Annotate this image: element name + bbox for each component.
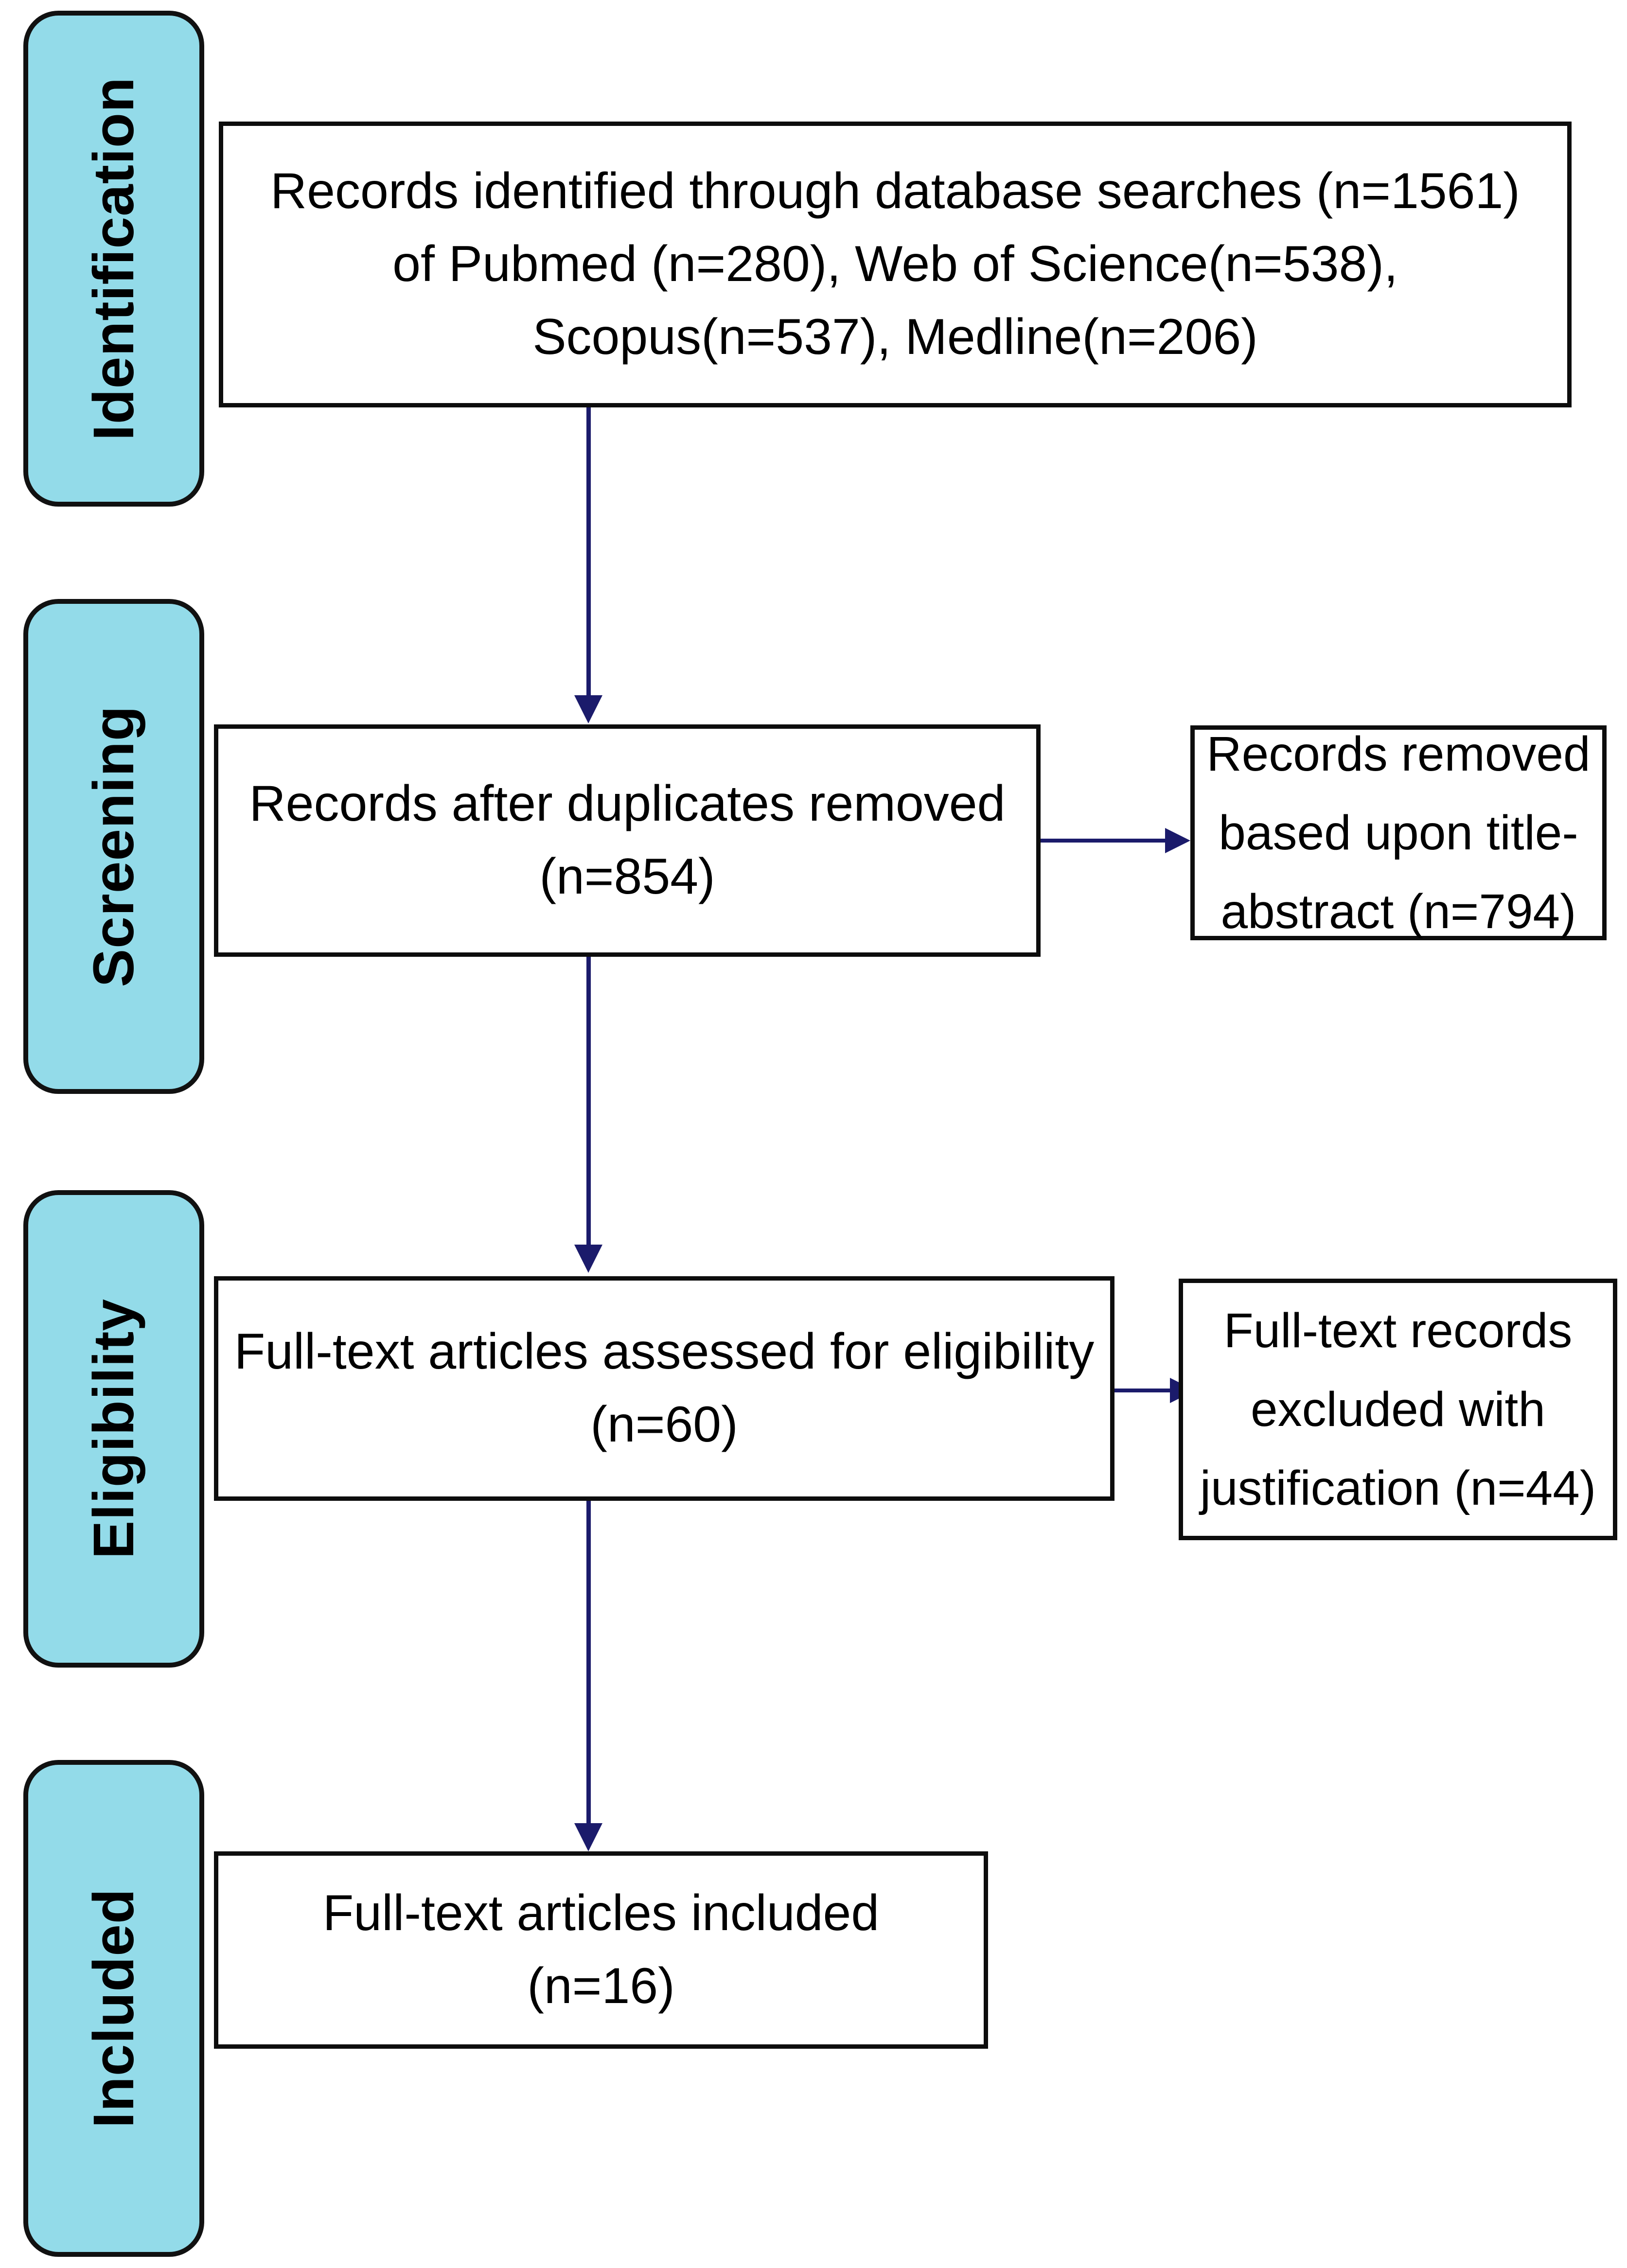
- connector-screening-to-eligibility: [586, 957, 591, 1248]
- box-full-text-assessed-line-1: Full-text articles assessed for eligibil…: [234, 1323, 1095, 1380]
- box-records-after-duplicates[interactable]: Records after duplicates removed (n=854): [214, 724, 1041, 957]
- arrow-eligibility-to-included: [574, 1823, 602, 1851]
- stage-tab-eligibility-label: Eligibility: [82, 1299, 146, 1559]
- box-full-text-included[interactable]: Full-text articles included (n=16): [214, 1851, 988, 2049]
- connector-screening-to-removed: [1041, 839, 1167, 843]
- box-full-text-excluded-line-3: justification (n=44): [1200, 1461, 1596, 1515]
- box-records-identified-line-1: Records identified through database sear…: [270, 163, 1520, 220]
- arrow-screening-to-eligibility: [574, 1245, 602, 1273]
- stage-tab-eligibility[interactable]: Eligibility: [23, 1190, 204, 1668]
- box-full-text-excluded[interactable]: Full-text records excluded with justific…: [1179, 1279, 1617, 1540]
- arrow-screening-to-removed: [1165, 828, 1190, 853]
- box-records-identified-line-3: Scopus(n=537), Medline(n=206): [532, 308, 1258, 365]
- box-records-removed-line-3: abstract (n=794): [1220, 884, 1576, 939]
- stage-tab-identification[interactable]: Identification: [23, 11, 204, 507]
- stage-tab-included-label: Included: [82, 1888, 146, 2128]
- box-records-after-duplicates-line-1: Records after duplicates removed: [249, 775, 1006, 832]
- connector-eligibility-to-included: [586, 1501, 591, 1827]
- stage-tab-identification-label: Identification: [82, 76, 146, 441]
- box-records-after-duplicates-line-2: (n=854): [539, 848, 715, 905]
- box-full-text-excluded-line-2: excluded with: [1251, 1382, 1545, 1437]
- stage-tab-screening[interactable]: Screening: [23, 599, 204, 1094]
- box-records-removed-title-abstract[interactable]: Records removed based upon title- abstra…: [1190, 725, 1607, 940]
- stage-tab-screening-label: Screening: [82, 705, 146, 987]
- connector-identification-to-screening: [586, 407, 591, 699]
- box-full-text-assessed[interactable]: Full-text articles assessed for eligibil…: [214, 1276, 1114, 1501]
- box-records-identified-line-2: of Pubmed (n=280), Web of Science(n=538)…: [392, 236, 1398, 293]
- connector-eligibility-to-excluded: [1114, 1389, 1172, 1392]
- box-full-text-included-line-2: (n=16): [527, 1958, 675, 2014]
- box-full-text-assessed-line-2: (n=60): [590, 1396, 738, 1453]
- stage-tab-included[interactable]: Included: [23, 1760, 204, 2257]
- arrow-identification-to-screening: [574, 695, 602, 723]
- box-records-removed-line-2: based upon title-: [1219, 806, 1578, 860]
- box-records-removed-line-1: Records removed: [1206, 727, 1591, 781]
- box-full-text-included-line-1: Full-text articles included: [322, 1885, 880, 1942]
- box-records-identified[interactable]: Records identified through database sear…: [219, 122, 1572, 407]
- box-full-text-excluded-line-1: Full-text records: [1223, 1303, 1573, 1358]
